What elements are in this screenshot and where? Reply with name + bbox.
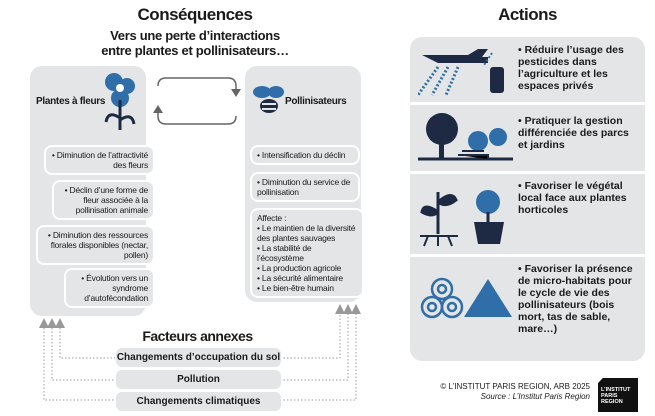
pesticide-plane-icon [418,49,504,96]
action-local-plants: • Favoriser le végétal local face aux pl… [410,174,645,257]
affects-item: • La production agricole [257,263,342,273]
actions-panel: • Réduire l’usage des pesticides dans l’… [410,37,645,361]
pollinators-label: Pollinisateurs [285,96,347,107]
factor-pollution: Pollution [115,369,282,390]
factor-climate: Changements climatiques [115,391,282,412]
action-differentiated-management: • Pratiquer la gestion différenciée des … [410,105,645,174]
actions-title: Actions [498,5,557,24]
consequences-subtitle: Vers une perte d’interactions entre plan… [80,28,310,58]
plants-icon [420,190,504,247]
action-micro-habitats: • Favoriser la présence de micro-habitat… [410,257,645,361]
subtitle-line: Vers une perte d’interactions [110,28,280,43]
action-text: • Favoriser le végétal local face aux pl… [518,180,627,216]
factor-land-use: Changements d’occupation du sol [115,347,282,368]
cycle-arrows-icon [153,77,241,125]
park-icon [418,113,513,161]
credits: © L’INSTITUT PARIS REGION, ARB 2025 Sour… [440,382,590,402]
action-text: • Favoriser la présence de micro-habitat… [518,263,633,335]
affects-label: Affecte : [257,213,287,223]
bee-icon [253,86,284,113]
affects-item: • La sécurité alimentaire [257,273,343,283]
pollinator-effect-card: • Intensification du déclin [250,145,360,165]
flower-icon [104,73,136,130]
factors-title: Facteurs annexes [142,328,253,344]
plant-effect-card: • Évolution vers un syndrome d’autofécon… [64,268,155,308]
affects-item: • La stabilité de l’écosystème [257,243,312,263]
plant-effect-card: • Diminution de l’attractivité des fleur… [44,145,155,175]
source: Source : L’Institut Paris Region [480,392,590,401]
factor-connectors [39,304,361,401]
plants-label: Plantes à fleurs [36,96,106,107]
action-text: • Pratiquer la gestion différenciée des … [518,115,629,151]
pollinator-effect-card: • Diminution du service de pollinisation [250,172,360,202]
action-reduce-pesticides: • Réduire l’usage des pesticides dans l’… [410,37,645,105]
affects-item: • Le bien-être humain [257,283,334,293]
consequences-title: Conséquences [137,5,253,24]
affects-item: • Le maintien de la diversité des plante… [257,223,356,243]
subtitle-line: entre plantes et pollinisateurs… [101,43,289,58]
affects-card: Affecte : • Le maintien de la diversité … [250,208,364,298]
action-text: • Réduire l’usage des pesticides dans l’… [518,44,624,92]
wood-sand-icon [420,277,512,319]
plant-effect-card: • Déclin d’une forme de fleur associée à… [52,180,155,220]
copyright: © L’INSTITUT PARIS REGION, ARB 2025 [440,382,590,391]
plant-effect-card: • Diminution des ressources florales dis… [36,225,155,265]
